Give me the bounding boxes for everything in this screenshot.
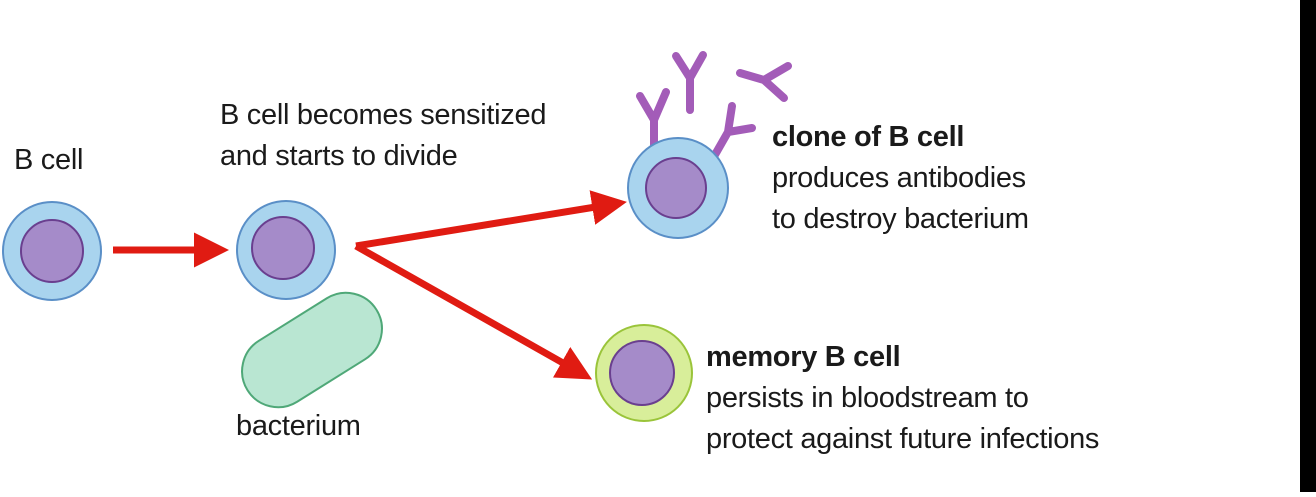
immune-response-diagram: B cell B cell becomes sensitized and sta… bbox=[2, 51, 1100, 455]
memory-title: memory B cell bbox=[706, 341, 901, 373]
b-cell bbox=[2, 201, 102, 301]
clone-desc-line1: produces antibodies bbox=[772, 162, 1026, 194]
clone-title: clone of B cell bbox=[772, 121, 965, 153]
sensitized-label-line1: B cell becomes sensitized bbox=[220, 99, 547, 131]
bacterium-label: bacterium bbox=[236, 410, 361, 442]
sensitized-b-cell bbox=[236, 200, 336, 300]
diagram-canvas bbox=[2, 51, 792, 422]
antibody-icon bbox=[636, 51, 792, 164]
sensitized-label-line2: and starts to divide bbox=[220, 140, 458, 172]
memory-desc-line1: persists in bloodstream to bbox=[706, 382, 1029, 414]
memory-b-cell bbox=[595, 324, 693, 422]
clone-b-cell bbox=[627, 137, 729, 239]
b-cell-label: B cell bbox=[14, 144, 84, 176]
edge-strip bbox=[1300, 0, 1316, 492]
arrow-to-memory bbox=[354, 242, 593, 380]
clone-desc-line2: to destroy bacterium bbox=[772, 203, 1029, 235]
memory-desc-line2: protect against future infections bbox=[706, 423, 1100, 455]
bacterium bbox=[241, 291, 383, 409]
arrow-to-clone bbox=[355, 190, 627, 250]
